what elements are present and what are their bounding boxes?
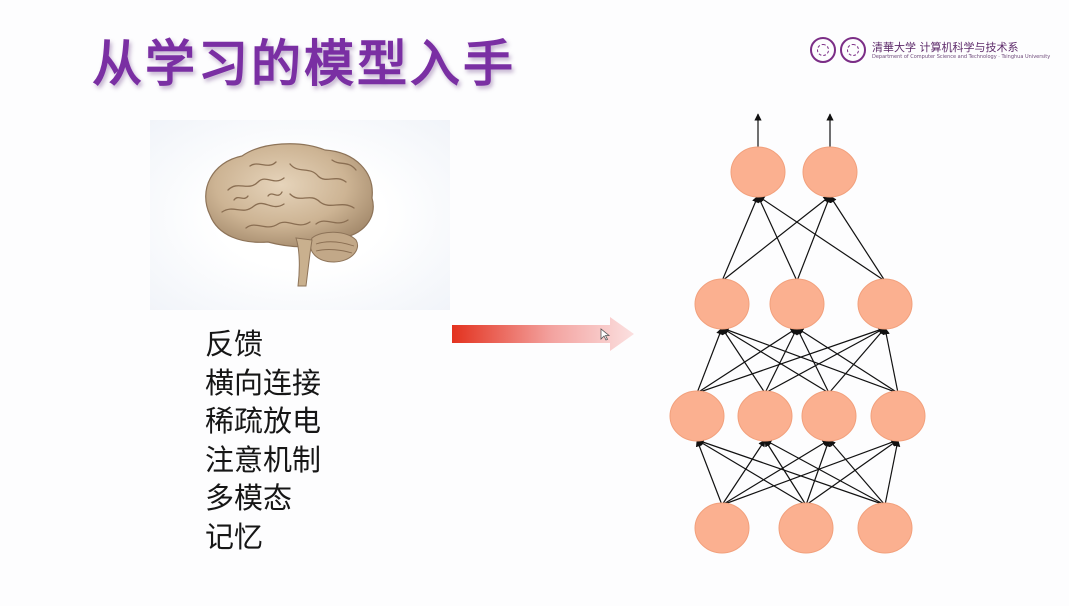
- connection-edge: [805, 439, 899, 506]
- logo-subtitle: Department of Computer Science and Techn…: [872, 54, 1051, 60]
- logo-name: 清華大学 计算机科学与技术系: [872, 41, 1019, 54]
- connection-edge: [764, 327, 798, 394]
- network-node: [857, 502, 913, 554]
- brain-icon: [205, 143, 374, 287]
- connection-edge: [764, 439, 807, 506]
- network-node: [870, 390, 926, 442]
- connection-edge: [721, 195, 831, 282]
- network-node: [694, 502, 750, 554]
- connection-edge: [764, 439, 886, 506]
- connection-edge: [805, 439, 831, 506]
- connection-edge: [757, 195, 798, 282]
- connection-edge: [882, 327, 899, 394]
- network-node: [694, 278, 750, 330]
- feature-list: 反馈 横向连接 稀疏放电 注意机制 多模态 记忆: [205, 325, 321, 556]
- list-item: 多模态: [205, 481, 293, 515]
- transition-arrow: [450, 316, 636, 352]
- network-node: [802, 146, 858, 198]
- list-item: 稀疏放电: [205, 404, 322, 438]
- connection-edge: [829, 195, 886, 282]
- university-logo: 清華大学 计算机科学与技术系 Department of Computer Sc…: [810, 36, 1050, 68]
- neural-network-diagram: [660, 100, 950, 570]
- list-item: 反馈: [205, 327, 264, 361]
- seal-icon: [840, 37, 866, 63]
- connection-edge: [696, 439, 807, 506]
- network-node: [730, 146, 786, 198]
- seal-icon: [810, 37, 836, 63]
- connection-edge: [828, 327, 886, 394]
- connection-edge: [721, 438, 899, 506]
- connection-edge: [696, 327, 798, 394]
- connection-edge: [696, 327, 724, 394]
- connection-edge: [796, 327, 830, 394]
- brain-image: [150, 120, 450, 310]
- connection-edge: [721, 439, 766, 506]
- slide-title: 从学习的模型入手: [92, 35, 516, 93]
- network-node: [737, 390, 793, 442]
- connection-edge: [696, 438, 886, 506]
- network-node: [801, 390, 857, 442]
- list-item: 横向连接: [205, 365, 322, 400]
- connection-edge: [764, 327, 886, 394]
- connection-edge: [721, 326, 899, 394]
- list-item: 注意机制: [205, 442, 322, 477]
- network-node: [778, 502, 834, 554]
- connection-edge: [828, 439, 886, 506]
- network-node: [769, 278, 825, 330]
- network-node: [669, 390, 725, 442]
- connection-edge: [721, 439, 830, 506]
- connection-edge: [721, 195, 759, 282]
- list-item: 记忆: [205, 519, 264, 554]
- connection-edge: [884, 439, 901, 506]
- connection-edge: [757, 195, 886, 282]
- connection-edge: [695, 439, 723, 506]
- connection-edge: [796, 327, 899, 394]
- connection-edge: [721, 327, 830, 394]
- network-node: [857, 278, 913, 330]
- connection-edge: [721, 327, 766, 394]
- connection-edge: [696, 326, 886, 394]
- connection-edge: [796, 195, 832, 282]
